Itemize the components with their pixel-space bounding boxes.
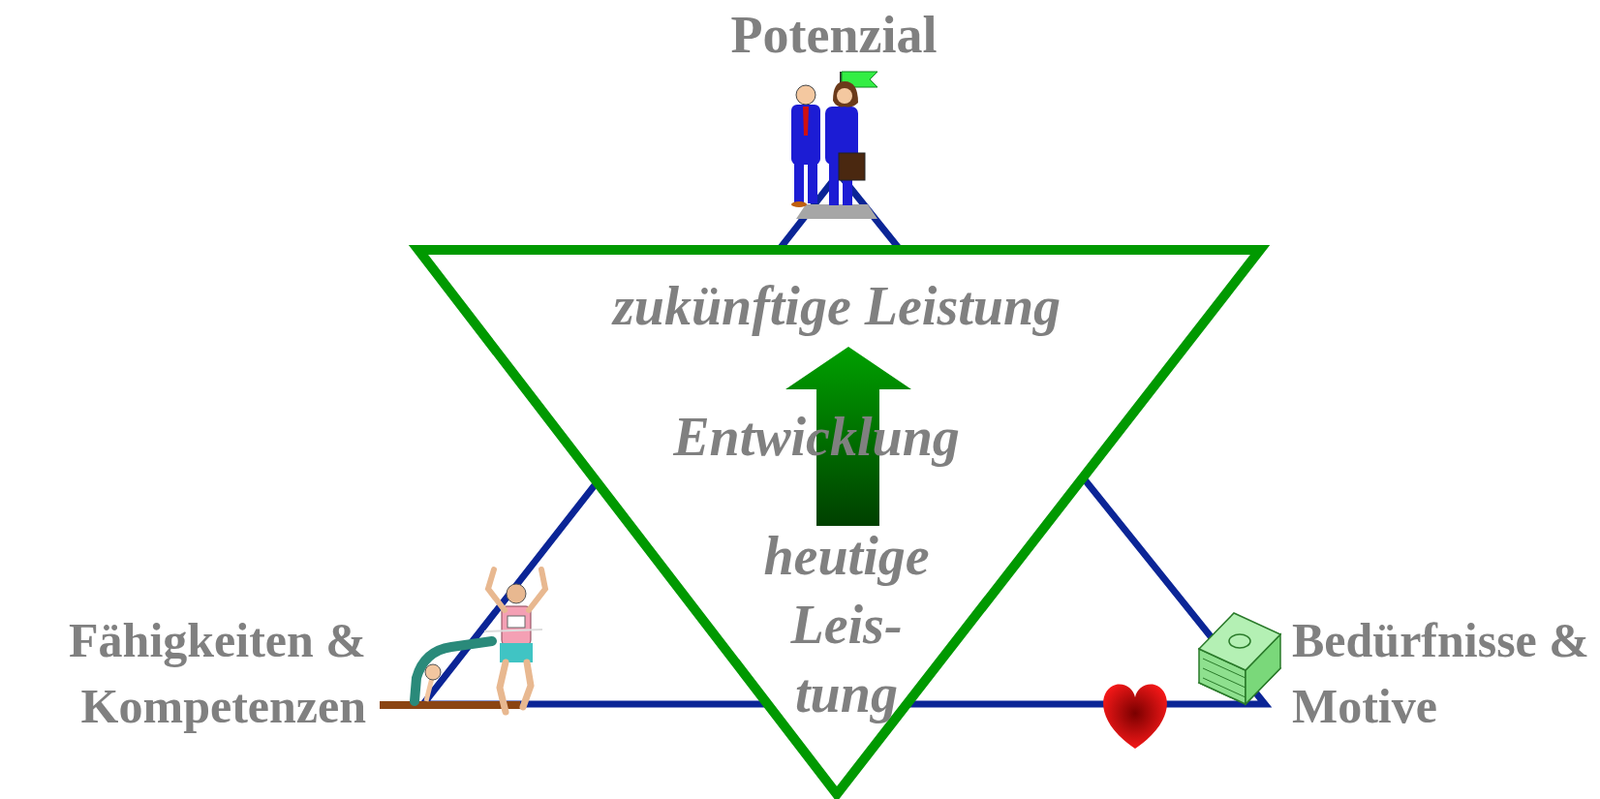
development-triangle: zukünftige LeistungEntwicklung heutige Le… bbox=[412, 244, 1266, 799]
man-shoe bbox=[791, 201, 807, 208]
finish-tape bbox=[484, 629, 543, 632]
gymnast-body bbox=[414, 641, 493, 702]
runner-bib bbox=[507, 615, 525, 628]
green-triangle bbox=[418, 249, 1261, 795]
corner-label-needs: Bedürfnisse & Motive bbox=[1292, 607, 1595, 739]
man-leg bbox=[794, 162, 804, 204]
money-edge bbox=[1202, 668, 1246, 688]
corner-label-potential: Potenzial bbox=[731, 3, 938, 66]
money-stack bbox=[1199, 613, 1281, 671]
man-body bbox=[791, 104, 821, 165]
gymnast-arm bbox=[426, 677, 432, 702]
woman-hair bbox=[832, 81, 859, 108]
gymnast-head bbox=[425, 664, 441, 680]
platform bbox=[796, 204, 878, 219]
runner-arm bbox=[488, 569, 505, 611]
future-performance: zukünftige Leistung bbox=[613, 272, 1061, 341]
development-label: Entwicklung bbox=[673, 402, 960, 472]
runner-leg bbox=[523, 662, 531, 708]
briefcase bbox=[838, 153, 865, 181]
runner-head bbox=[506, 584, 526, 604]
money-edge bbox=[1202, 677, 1246, 698]
money-edge bbox=[1202, 658, 1246, 678]
runner-leg bbox=[499, 662, 506, 712]
corner-label-abilities: Fähigkeiten & Kompetenzen bbox=[34, 607, 367, 739]
money-seal bbox=[1229, 634, 1251, 648]
man-leg bbox=[807, 162, 818, 204]
woman-head bbox=[836, 88, 853, 104]
man-head bbox=[796, 85, 816, 105]
current-performance: heutige Leis- tung bbox=[754, 522, 939, 729]
runner-arm bbox=[528, 569, 546, 611]
balance-beam bbox=[379, 701, 521, 709]
man-tie bbox=[802, 106, 809, 136]
heart bbox=[1103, 684, 1168, 749]
woman-leg bbox=[829, 162, 839, 206]
